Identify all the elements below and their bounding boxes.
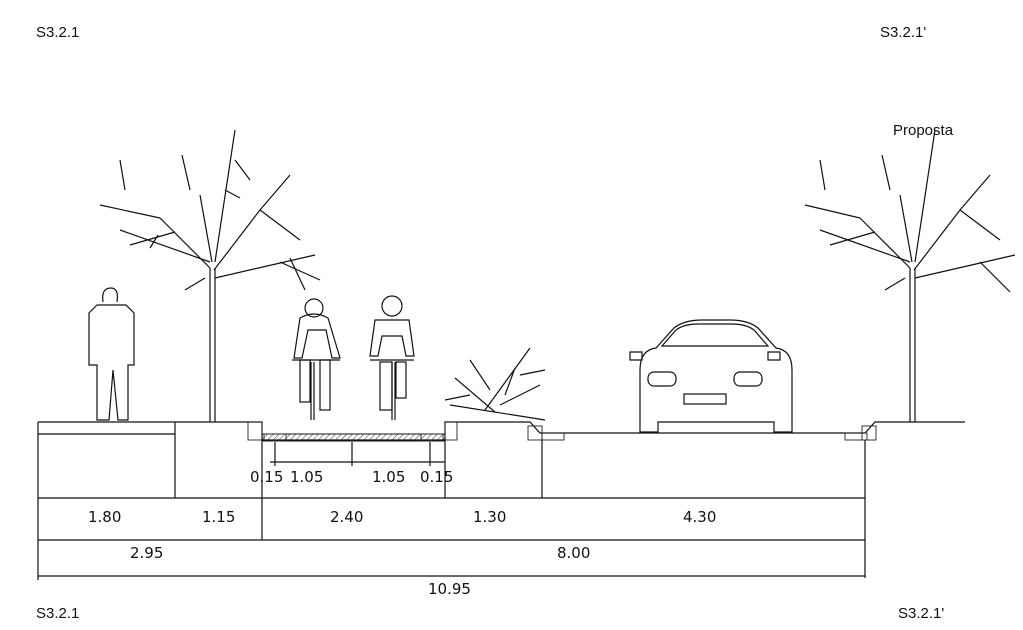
pedestrian-icon — [88, 287, 135, 421]
proposta-annotation: Proposta — [893, 122, 954, 139]
car-icon — [629, 319, 793, 433]
bush-icon — [444, 347, 546, 421]
bike-lane-edge-right — [420, 433, 444, 442]
cyclist-left-icon — [292, 298, 341, 420]
dim-right-total: 8.00 — [557, 544, 590, 562]
dim-lane-left: 1.05 — [290, 468, 323, 486]
tree-left-icon — [99, 129, 321, 422]
section-label-bottom-right: S3.2.1' — [898, 605, 944, 622]
dim-left-total: 2.95 — [130, 544, 163, 562]
dim-lane-right: 1.05 — [372, 468, 405, 486]
dim-overall-total: 10.95 — [428, 580, 471, 598]
tree-right-icon — [804, 129, 1016, 422]
bike-lane-surface — [261, 433, 446, 442]
ground-profile — [37, 421, 965, 498]
cyclist-right-icon — [369, 295, 415, 420]
section-label-top-right: S3.2.1' — [880, 24, 926, 41]
bike-lane-edge-left — [263, 433, 287, 442]
section-label-bottom-left: S3.2.1 — [36, 605, 79, 622]
dim-road: 4.30 — [683, 508, 716, 526]
dim-tree-strip: 1.15 — [202, 508, 235, 526]
dim-bike-lane: 2.40 — [330, 508, 363, 526]
dim-edge-right: 0.15 — [420, 468, 453, 486]
dim-planter: 1.30 — [473, 508, 506, 526]
dim-edge-left: 0.15 — [250, 468, 283, 486]
section-label-top-left: S3.2.1 — [36, 24, 79, 41]
dim-sidewalk: 1.80 — [88, 508, 121, 526]
dimension-lines — [37, 440, 866, 580]
